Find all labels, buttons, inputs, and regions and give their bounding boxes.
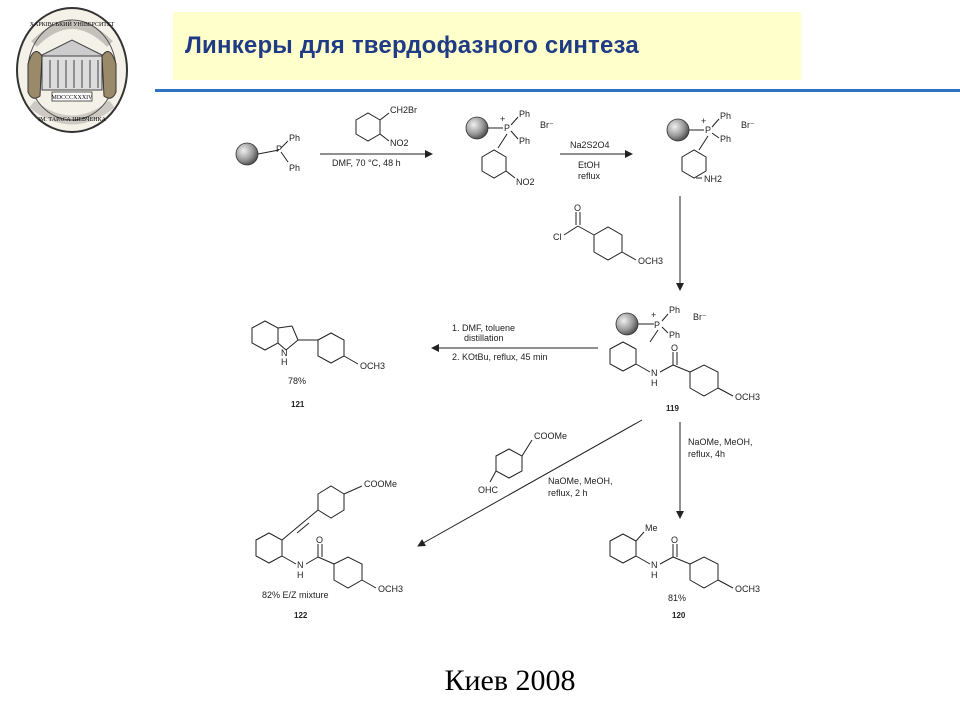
label-br3: Br⁻ [741, 120, 755, 130]
label-no2-product: NO2 [516, 177, 535, 187]
label-h120: H [651, 570, 658, 580]
reagent-nitrobenzyl-bromide [355, 112, 390, 142]
university-seal-icon: MDCCCXXXIV ІМ. ТАРАСА ШЕВЧЕНКА ХАРКІВСЬК… [16, 7, 128, 133]
step2-solvent: EtOH [578, 160, 600, 170]
label-p1: P [276, 144, 282, 154]
label-nh2: NH2 [704, 174, 722, 184]
step5-line1: NaOMe, MeOH, [688, 437, 753, 447]
reagent-anisoyl-chloride [563, 212, 637, 261]
label-br119: Br⁻ [693, 312, 707, 322]
title-box: Линкеры для твердофазного синтеза [173, 12, 801, 80]
logo-year: MDCCCXXXIV [51, 95, 93, 101]
step6-line2: reflux, 2 h [548, 488, 588, 498]
label-cl: Cl [553, 232, 562, 242]
footer-caption: Киев 2008 [444, 664, 576, 697]
label-ch2br: CH2Br [390, 105, 417, 115]
label-n121: N [281, 348, 288, 358]
step4-line3: 2. KOtBu, reflux, 45 min [452, 352, 548, 362]
label-ph1b: Ph [289, 163, 300, 173]
label-ph119b: Ph [669, 330, 680, 340]
compound-120-yield: 81% [668, 593, 686, 603]
label-h121: H [281, 357, 288, 367]
label-n120: N [651, 560, 658, 570]
compound-119-structure [609, 312, 734, 397]
label-n119: N [651, 368, 658, 378]
label-ohc: OHC [478, 485, 499, 495]
label-coome-reagent: COOMe [534, 431, 567, 441]
label-och3-reagent: OCH3 [638, 256, 663, 266]
label-ph1a: Ph [289, 133, 300, 143]
label-o120: O [671, 535, 678, 545]
label-coome-122: COOMe [364, 479, 397, 489]
label-p3: P [705, 125, 711, 135]
compound-121-yield: 78% [288, 376, 306, 386]
label-p119: P [654, 320, 660, 330]
step2-condition: reflux [578, 171, 601, 181]
step5-line2: reflux, 4h [688, 449, 725, 459]
label-o119: O [671, 343, 678, 353]
title-divider [155, 89, 960, 92]
arrow-step-6 [417, 419, 643, 547]
label-p2: P [504, 123, 510, 133]
label-me120: Me [645, 523, 658, 533]
step4-line1: 1. DMF, toluene [452, 323, 515, 333]
label-och3-120: OCH3 [735, 584, 760, 594]
label-och3-119: OCH3 [735, 392, 760, 402]
label-plus3: + [701, 116, 706, 126]
compound-120-structure [609, 531, 734, 589]
label-plus2: + [500, 114, 505, 124]
label-ph3b: Ph [720, 134, 731, 144]
slide-title: Линкеры для твердофазного синтеза [185, 32, 639, 59]
compound-119-label: 119 [666, 404, 679, 413]
label-n122: N [297, 560, 304, 570]
label-plus119: + [651, 310, 656, 320]
label-ph3a: Ph [720, 111, 731, 121]
compound-121-structure [251, 320, 359, 365]
logo-bottom-text: ІМ. ТАРАСА ШЕВЧЕНКА [38, 117, 106, 123]
label-och3-122: OCH3 [378, 584, 403, 594]
logo-motto: ХАРКІВСЬКИЙ УНІВЕРСИТЕТ [30, 20, 115, 28]
label-o122: O [316, 535, 323, 545]
reagent-formyl-benzoate [489, 439, 533, 483]
label-ph2b: Ph [519, 136, 530, 146]
compound-phosphonium-nitro [465, 116, 519, 179]
compound-phosphonium-amine [666, 118, 720, 179]
label-ph119a: Ph [669, 305, 680, 315]
label-no2-reagent: NO2 [390, 138, 409, 148]
label-och3-121: OCH3 [360, 361, 385, 371]
label-ph2a: Ph [519, 109, 530, 119]
label-h122: H [297, 570, 304, 580]
resin-bead-1: P Ph Ph [235, 133, 300, 173]
label-o-reagent: O [574, 203, 581, 213]
compound-121-label: 121 [291, 400, 305, 409]
label-br2: Br⁻ [540, 120, 554, 130]
compound-122-yield: 82% E/Z mixture [262, 590, 329, 600]
step4-line2: distillation [464, 333, 504, 343]
compound-122-structure [255, 485, 377, 589]
step1-conditions: DMF, 70 °C, 48 h [332, 158, 401, 168]
compound-122-label: 122 [294, 611, 308, 620]
step6-line1: NaOMe, MeOH, [548, 476, 613, 486]
step2-reagent: Na2S2O4 [570, 140, 610, 150]
compound-120-label: 120 [672, 611, 686, 620]
label-h119: H [651, 378, 658, 388]
